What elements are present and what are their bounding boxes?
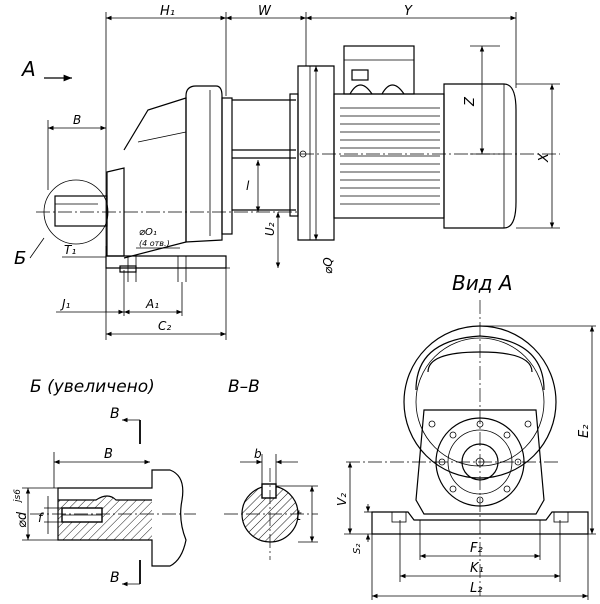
detail-view: Б (увеличено) В В B ⌀d js6 f [13,377,196,587]
detail-title: Б (увеличено) [30,377,155,397]
section-dim-t: t [296,509,302,524]
dim-A1: A₁ [145,297,159,311]
section-mark-top: В [110,406,120,422]
detail-dim-B: B [104,447,113,462]
dim-H1: H₁ [160,4,175,19]
motor-fins [340,107,440,205]
dim-K1: K₁ [470,561,484,576]
dim-L2: L₂ [470,581,482,596]
dim-X: X [537,152,552,163]
dim-Q: ⌀Q [321,257,335,274]
flange-bolt-holes [428,420,532,504]
view-a-title: Вид А [452,271,513,295]
dim-J1: J₁ [60,297,71,311]
dim-S2: S₂ [352,544,363,554]
dim-U2: U₂ [263,222,277,236]
detail-circle [43,179,109,245]
dim-l: l [246,179,250,193]
section-dim-b: b [254,447,262,461]
front-view-a: Вид А [335,271,596,600]
section-mark-bottom: В [110,570,120,586]
detail-dim-js6: js6 [13,489,23,504]
side-view: A H₁ W Y B Б [14,4,560,340]
detail-dim-f: f [38,511,44,525]
dim-V2: V₂ [335,493,349,506]
dim-C2: C₂ [158,319,171,333]
dim-Z: Z [463,96,478,107]
section-view: В–В b t [224,377,318,560]
dim-E2: E₂ [577,425,592,438]
view-a-label: A [20,57,36,81]
dim-O1-note: (4 отв.) [139,239,170,248]
detail-dim-d: ⌀d [15,511,30,528]
detail-mark: Б [14,248,26,269]
section-title: В–В [228,377,260,397]
dim-B: B [73,113,81,127]
dim-W: W [258,4,272,19]
dim-T1: T₁ [64,243,76,257]
dim-O1: ⌀O₁ [139,227,157,238]
dim-F2: F₂ [470,541,483,556]
view-a-arrow: A [20,57,72,82]
dim-Y: Y [404,4,413,19]
